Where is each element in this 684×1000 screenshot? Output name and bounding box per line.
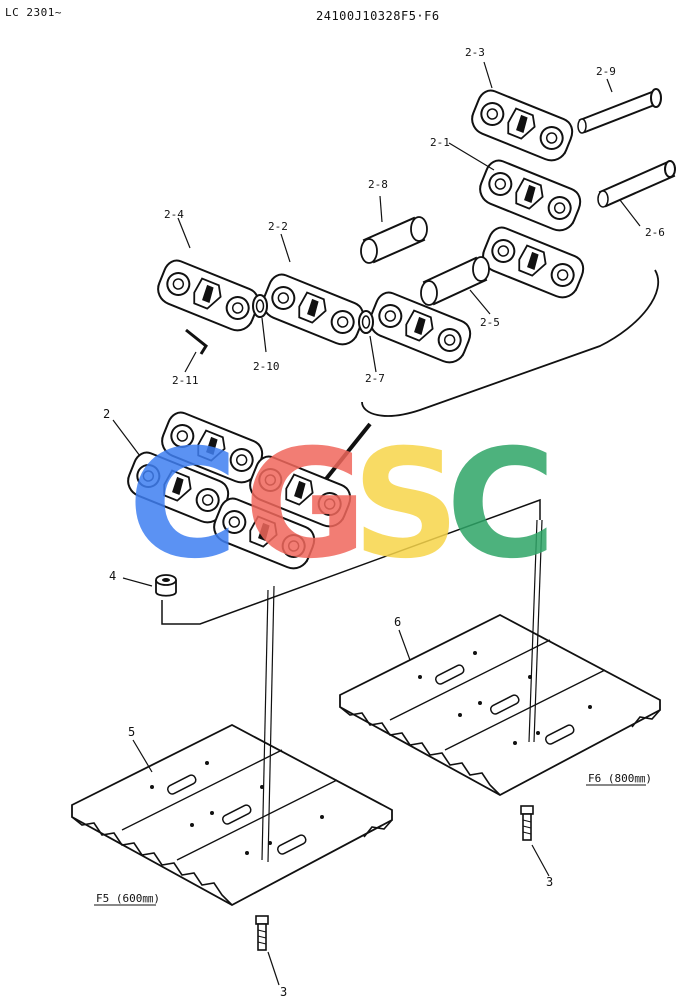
bushing-2-5: [420, 256, 490, 306]
watermark-logo: C G S C: [128, 418, 556, 592]
caption-f6: F6 (800㎜): [588, 772, 652, 785]
callout-5: 5: [128, 725, 135, 739]
callout-2-2: 2-2: [268, 220, 288, 233]
bushing-2-8: [360, 216, 428, 264]
seal-2-7: [358, 310, 374, 334]
link-2-3: [466, 85, 578, 167]
callout-6: 6: [394, 615, 401, 629]
model-label: LC 2301~: [5, 6, 62, 19]
callout-3-right: 3: [546, 875, 553, 889]
leader-lines: [112, 61, 641, 986]
bolt-3-right: [520, 805, 534, 841]
nut-4: [155, 574, 177, 597]
watermark-letter-2: G: [244, 418, 367, 592]
callout-2-8: 2-8: [368, 178, 388, 191]
callout-2-3: 2-3: [465, 46, 485, 59]
callout-2-9: 2-9: [596, 65, 616, 78]
callout-2-4: 2-4: [164, 208, 184, 221]
callout-2-5: 2-5: [480, 316, 500, 329]
alignment-line-right-2: [533, 519, 543, 743]
alignment-line-right: [528, 519, 538, 743]
callout-4: 4: [109, 569, 116, 583]
link-upper-right: [477, 222, 589, 304]
callout-2-10: 2-10: [253, 360, 280, 373]
callout-2: 2: [103, 407, 110, 421]
alignment-line-left: [261, 589, 269, 861]
spring-pin-2-11: [185, 328, 208, 355]
callout-2-1: 2-1: [430, 136, 450, 149]
chain-frame-lines: [161, 498, 541, 625]
callout-2-7: 2-7: [365, 372, 385, 385]
pin-2-9: [577, 88, 662, 134]
seal-2-10: [252, 294, 268, 318]
callout-2-11: 2-11: [172, 374, 199, 387]
watermark-letter-1: C: [128, 418, 238, 592]
watermark-letter-4: C: [446, 418, 556, 592]
link-2-7: [364, 287, 476, 369]
link-2-4: [152, 255, 264, 337]
callout-3-left: 3: [280, 985, 287, 999]
pin-2-6: [597, 160, 676, 208]
link-2-2: [257, 269, 369, 351]
group-bracket: [361, 269, 660, 417]
bolt-3-left: [255, 915, 269, 951]
caption-f5: F5 (600㎜): [96, 892, 160, 905]
shoe-6: [339, 614, 661, 796]
callout-2-6: 2-6: [645, 226, 665, 239]
watermark-letter-3: S: [352, 418, 460, 592]
part-number-title: 24100J10328F5·F6: [316, 9, 440, 23]
shoe-5: [71, 724, 393, 906]
alignment-line-left-2: [267, 585, 275, 863]
